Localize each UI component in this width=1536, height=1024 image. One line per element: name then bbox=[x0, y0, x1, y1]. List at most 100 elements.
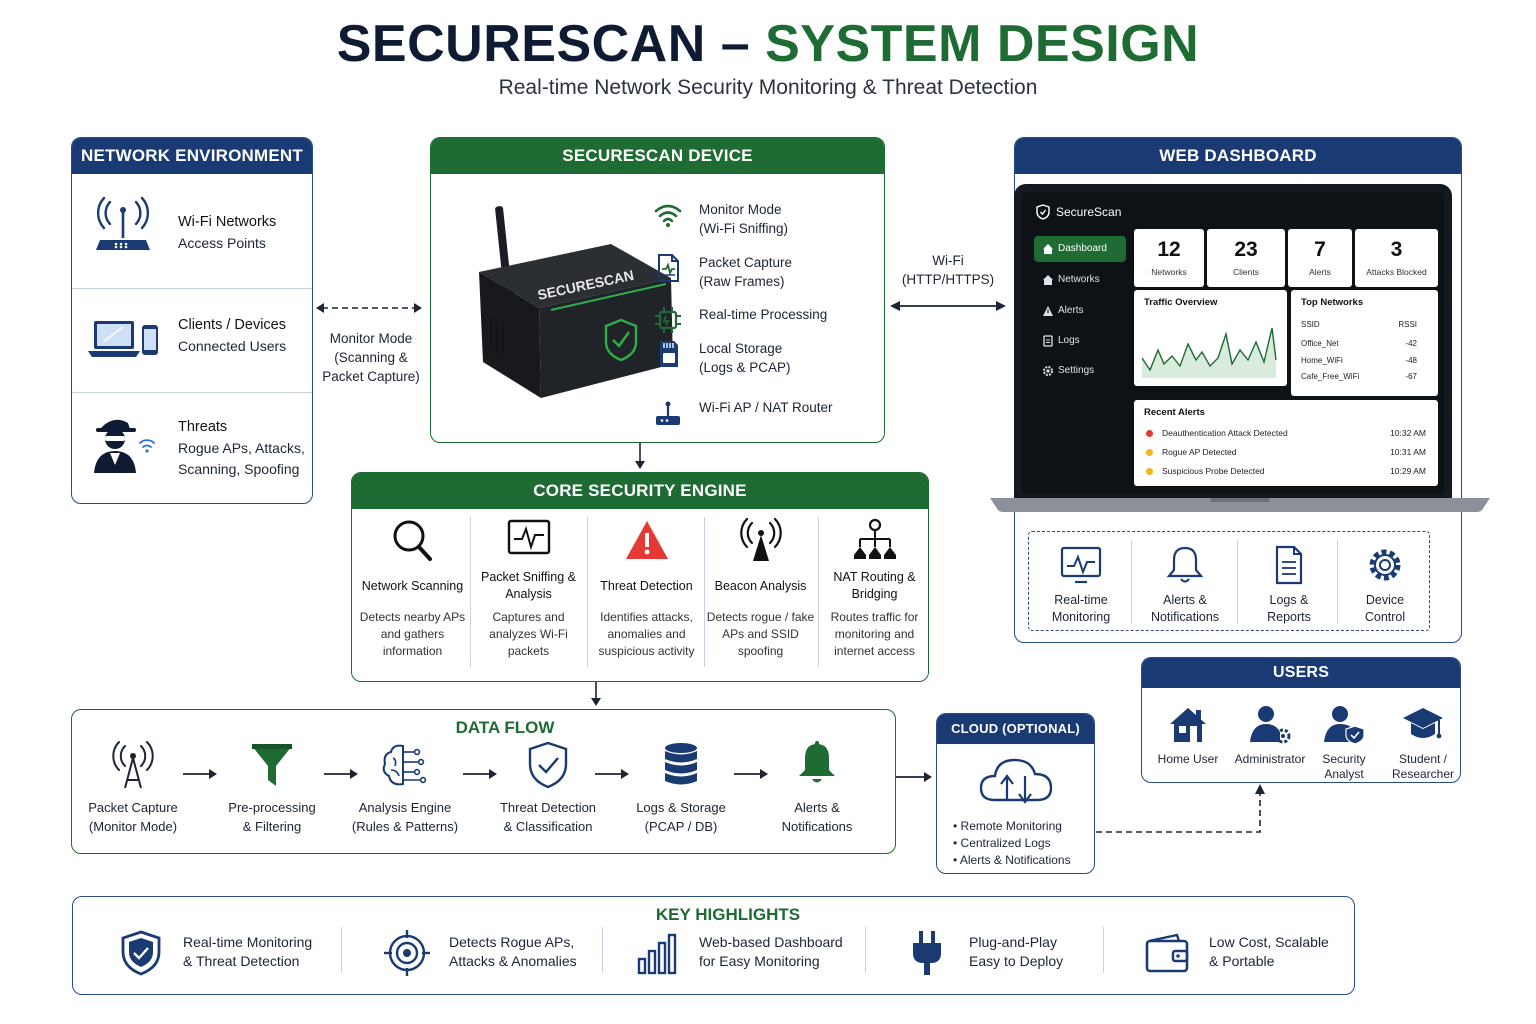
module-network-scanning: Network Scanning Detects nearby APs and … bbox=[354, 517, 471, 667]
highlight-text: Detects Rogue APs, bbox=[449, 934, 575, 950]
cloud-feature-list: • Remote Monitoring • Centralized Logs •… bbox=[953, 818, 1071, 869]
pulse-icon bbox=[507, 519, 550, 555]
tile-realtime-monitoring[interactable]: Real-time Monitoring bbox=[1029, 540, 1133, 636]
flow-arrow bbox=[463, 769, 497, 779]
list-item: • Alerts & Notifications bbox=[953, 853, 1071, 867]
core-engine-title: CORE SECURITY ENGINE bbox=[352, 473, 928, 509]
bell-icon bbox=[1166, 546, 1204, 583]
col-ssid: SSID bbox=[1301, 320, 1320, 329]
stat-value: 7 bbox=[1314, 238, 1326, 261]
step-label: & Classification bbox=[503, 819, 593, 834]
stat-label: Alerts bbox=[1309, 267, 1331, 277]
list-item: • Centralized Logs bbox=[953, 836, 1051, 850]
link-device-dashboard-label: Wi-Fi (HTTP/HTTPS) bbox=[892, 251, 1004, 289]
user-label: Security bbox=[1322, 752, 1366, 766]
alert-time: 10:32 AM bbox=[1390, 428, 1426, 438]
list-item: • Remote Monitoring bbox=[953, 819, 1062, 833]
stat-label: Clients bbox=[1233, 267, 1259, 277]
nav-dashboard[interactable]: Dashboard bbox=[1034, 236, 1126, 262]
database-icon bbox=[665, 743, 697, 785]
step-label: Analysis Engine bbox=[358, 800, 452, 815]
highlight-text: Real-time Monitoring bbox=[183, 934, 313, 950]
module-title: NAT Routing & Bridging bbox=[833, 570, 916, 601]
highlight-text: Attacks & Anomalies bbox=[449, 953, 577, 969]
recent-alerts-card: Recent Alerts Deauthentication Attack De… bbox=[1134, 400, 1438, 486]
document-icon bbox=[658, 254, 679, 282]
device-feature-processing: Real-time Processing bbox=[655, 305, 884, 333]
feature-line: Wi-Fi AP / NAT Router bbox=[699, 400, 833, 415]
stat-label: Attacks Blocked bbox=[1366, 267, 1427, 277]
tile-alerts-notifications[interactable]: Alerts & Notifications bbox=[1133, 540, 1237, 636]
nav-settings[interactable]: Settings bbox=[1034, 358, 1126, 384]
page-title: SECURESCAN – SYSTEM DESIGN bbox=[0, 14, 1536, 74]
top-networks-header: SSID RSSI bbox=[1301, 320, 1417, 329]
nav-label: Networks bbox=[1058, 274, 1100, 285]
device-to-engine-arrow bbox=[635, 443, 645, 469]
feature-line: Monitor Mode bbox=[699, 202, 782, 217]
flow-step-capture: Packet Capture (Monitor Mode) bbox=[63, 740, 203, 836]
tile-label: Reports bbox=[1267, 610, 1311, 624]
feature-line: (Logs & PCAP) bbox=[699, 360, 791, 375]
traffic-overview-card: Traffic Overview bbox=[1134, 290, 1287, 386]
brain-icon bbox=[382, 744, 427, 786]
cloud-to-users-arrow bbox=[1096, 784, 1265, 833]
env-item-title: Wi-Fi Networks bbox=[178, 214, 277, 230]
cloud-icon bbox=[979, 758, 1053, 804]
feature-line: (Wi-Fi Sniffing) bbox=[699, 221, 789, 236]
card-title: Top Networks bbox=[1301, 297, 1364, 308]
alert-severity-dot bbox=[1146, 449, 1153, 456]
module-desc: Detects rogue / fake APs and SSID spoofi… bbox=[706, 610, 815, 658]
tile-device-control[interactable]: Device Control bbox=[1333, 540, 1437, 636]
dashboard-screen: SecureScan Dashboard Networks Alerts Log… bbox=[1022, 192, 1444, 494]
highlight-text: & Portable bbox=[1209, 953, 1275, 969]
table-row: Office_Net -42 bbox=[1301, 339, 1417, 348]
gear-icon bbox=[1369, 549, 1401, 581]
laptop-base bbox=[990, 498, 1490, 512]
sd-card-icon bbox=[660, 341, 678, 367]
wallet-icon bbox=[1145, 933, 1189, 973]
link-env-device-arrow bbox=[316, 303, 422, 313]
nav-alerts[interactable]: Alerts bbox=[1034, 298, 1126, 324]
bell-icon bbox=[799, 741, 835, 783]
device-feature-router: Wi-Fi AP / NAT Router bbox=[656, 398, 884, 425]
highlight-text: for Easy Monitoring bbox=[699, 953, 820, 969]
home-icon bbox=[1043, 244, 1053, 254]
highlight-text: Low Cost, Scalable bbox=[1209, 934, 1329, 950]
users-title: USERS bbox=[1142, 658, 1460, 688]
stat-value: 3 bbox=[1390, 238, 1403, 261]
rssi-cell: -48 bbox=[1405, 356, 1417, 365]
warning-icon bbox=[625, 521, 668, 559]
link-label-line: Packet Capture) bbox=[322, 369, 420, 384]
core-engine-panel: CORE SECURITY ENGINE Network Scanning De… bbox=[351, 472, 929, 682]
alert-severity-dot bbox=[1146, 468, 1153, 475]
flow-step-alerts: Alerts & Notifications bbox=[747, 740, 887, 836]
link-label-line: Monitor Mode bbox=[329, 331, 413, 346]
flow-arrow bbox=[324, 769, 358, 779]
stat-networks: 12 Networks bbox=[1134, 229, 1204, 287]
ssid-cell: Home_WiFi bbox=[1301, 356, 1343, 365]
module-threat-detection: Threat Detection Identifies attacks, ano… bbox=[588, 517, 705, 667]
tile-logs-reports[interactable]: Logs & Reports bbox=[1237, 540, 1341, 636]
alert-message: Suspicious Probe Detected bbox=[1162, 466, 1265, 476]
user-home: Home User bbox=[1148, 702, 1228, 767]
bar-chart-icon bbox=[637, 933, 677, 975]
tile-label: Control bbox=[1364, 610, 1406, 624]
nav-logs[interactable]: Logs bbox=[1034, 328, 1126, 354]
warning-icon bbox=[1043, 306, 1053, 316]
shield-icon bbox=[1036, 204, 1050, 220]
nav-networks[interactable]: Networks bbox=[1034, 267, 1126, 293]
user-security-analyst: Security Analyst bbox=[1304, 702, 1384, 782]
laptop-frame: SecureScan Dashboard Networks Alerts Log… bbox=[1014, 184, 1452, 500]
users-panel: USERS Home User Administrator Security A… bbox=[1141, 657, 1461, 783]
step-label: & Filtering bbox=[242, 819, 302, 834]
user-student-researcher: Student / Researcher bbox=[1383, 702, 1460, 782]
feature-line: Local Storage bbox=[699, 341, 783, 356]
key-highlights-title: KEY HIGHLIGHTS bbox=[655, 905, 801, 924]
tile-label: Logs & bbox=[1269, 593, 1309, 607]
title-part-1: SECURESCAN – bbox=[336, 15, 751, 73]
analyst-icon bbox=[1324, 706, 1365, 745]
alert-message: Rogue AP Detected bbox=[1162, 447, 1237, 457]
flow-step-preprocessing: Pre-processing & Filtering bbox=[202, 740, 342, 836]
